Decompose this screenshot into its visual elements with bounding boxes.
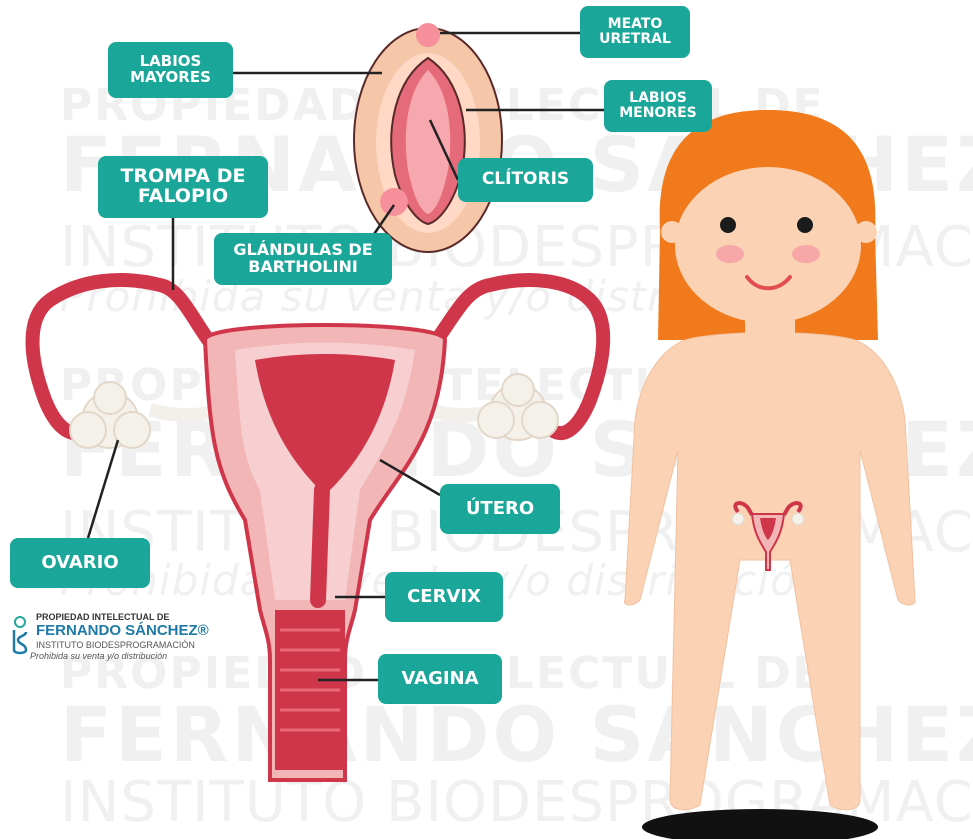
label-line: CLÍTORIS	[482, 171, 569, 189]
label-line: VAGINA	[401, 670, 478, 689]
label-line: OVARIO	[41, 554, 118, 573]
face	[675, 167, 861, 323]
cheek-left	[716, 245, 744, 263]
label-line: BARTHOLINI	[233, 259, 372, 276]
label-line: CERVIX	[407, 588, 481, 607]
label-line: TROMPA DE	[121, 167, 246, 187]
vulva-illustration	[354, 23, 502, 252]
eye-right	[797, 217, 813, 233]
logo-line: INSTITUTO BIODESPROGRAMACIÓN	[36, 640, 195, 650]
label-line: ÚTERO	[466, 500, 534, 519]
label-line: URETRAL	[599, 32, 671, 47]
label-line: FALOPIO	[121, 187, 246, 207]
cheek-right	[792, 245, 820, 263]
logo-icon	[8, 616, 32, 656]
shadow	[642, 809, 878, 839]
logo-line: PROPIEDAD INTELECTUAL DE	[36, 612, 169, 622]
label-cervix: CERVIX	[385, 572, 503, 622]
cervical-canal	[318, 490, 322, 600]
logo-line: Prohibida su venta y/o distribución	[30, 651, 167, 661]
logo-line: FERNANDO SÁNCHEZ®	[36, 622, 209, 639]
label-vagina: VAGINA	[378, 654, 502, 704]
copyright-logo: PROPIEDAD INTELECTUAL DE FERNANDO SÁNCHE…	[8, 612, 218, 670]
label-ovario: OVARIO	[10, 538, 150, 588]
girl-illustration	[624, 110, 915, 839]
label-line: MENORES	[619, 106, 697, 121]
ear-left	[661, 221, 683, 243]
eye-left	[720, 217, 736, 233]
leader-ovario	[88, 440, 118, 538]
label-line: MEATO	[599, 17, 671, 32]
label-line: LABIOS	[619, 91, 697, 106]
ovary-right	[478, 374, 558, 440]
body	[624, 333, 915, 810]
ovary-left	[70, 382, 150, 448]
label-clitoris: CLÍTORIS	[458, 158, 593, 202]
label-utero: ÚTERO	[440, 484, 560, 534]
label-line: MAYORES	[130, 70, 211, 86]
meato-uretral-dot	[416, 23, 440, 47]
bartholini-dot	[380, 188, 408, 216]
ear-right	[855, 221, 877, 243]
